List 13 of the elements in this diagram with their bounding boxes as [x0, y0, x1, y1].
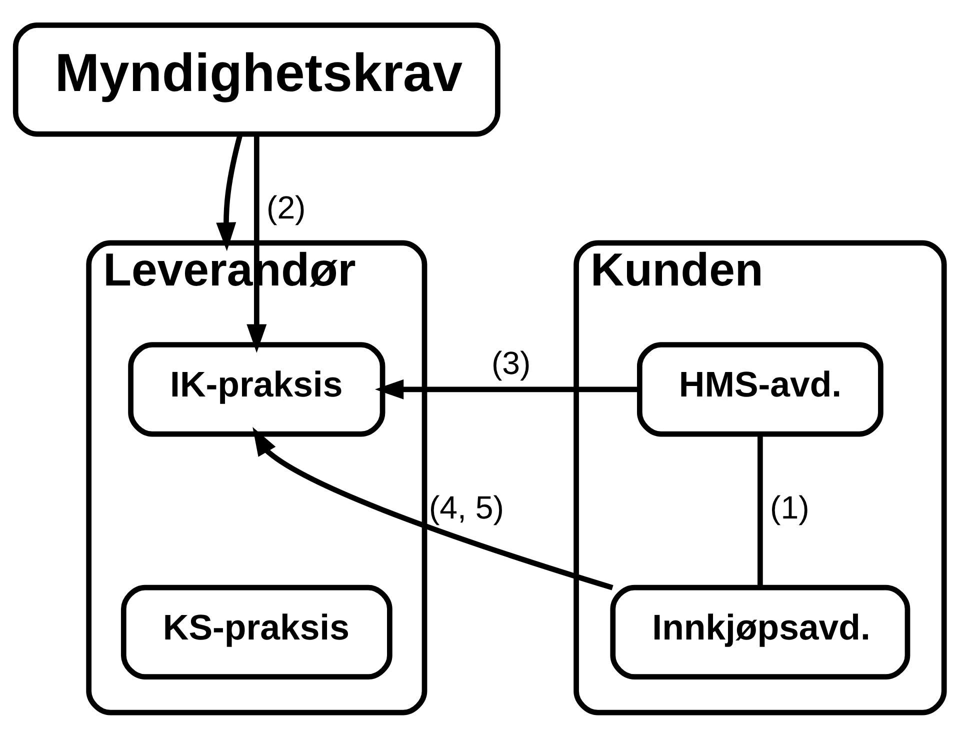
- node-box: Myndighetskrav: [12, 22, 500, 136]
- edge-label: (3): [491, 344, 531, 381]
- edge-label: (2): [266, 189, 306, 226]
- edge-label: (1): [770, 489, 810, 526]
- node-box: HMS-avd.: [636, 342, 884, 436]
- edge-label: (4, 5): [428, 489, 504, 526]
- node-box: Innkjøpsavd.: [610, 584, 910, 680]
- arrow: [246, 134, 267, 352]
- arrow: [374, 378, 639, 399]
- node-box: KS-praksis: [120, 584, 392, 680]
- node-box: IK-praksis: [128, 342, 386, 436]
- connector: [758, 434, 763, 587]
- arrow: [252, 426, 614, 590]
